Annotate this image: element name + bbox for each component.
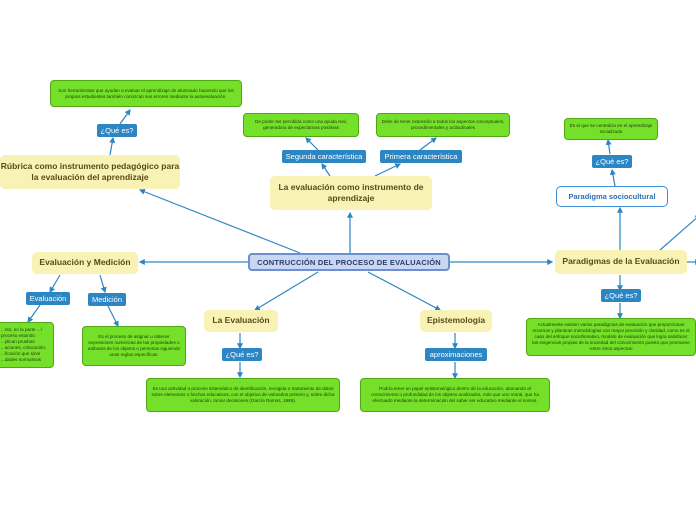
node-epistemologia[interactable]: Epistemología (420, 310, 492, 332)
edge-label-socio-desc (605, 138, 612, 155)
node-paradigma-sociocultural[interactable]: Paradigma sociocultural (556, 186, 668, 207)
label-que-es-rubrica[interactable]: ¿Qué es? (97, 124, 137, 137)
label-primera-caracteristica[interactable]: Primera característica (380, 150, 462, 163)
central-topic[interactable]: CONTRUCCIÓN DEL PROCESO DE EVALUACIÓN (248, 253, 450, 271)
edge-label-rubrica-desc (119, 109, 131, 125)
node-la-evaluacion[interactable]: La Evaluación (204, 310, 278, 332)
desc-medicion[interactable]: Es el proceso de asignar u obtener expre… (82, 326, 186, 366)
edge-medicion-evaluacion (49, 274, 61, 294)
edge-central-laevaluacion (253, 271, 319, 311)
node-rubrica[interactable]: Rúbrica como instrumento pedagógico para… (0, 155, 180, 189)
node-paradigmas[interactable]: Paradigmas de la Evaluación (555, 250, 687, 274)
edge-medicion-medicion (99, 274, 107, 294)
desc-segunda-caracteristica[interactable]: De poder ser percibida como una ayuda re… (243, 113, 359, 137)
desc-paradigmas[interactable]: Actualmente existen varios paradigmas de… (526, 318, 696, 356)
desc-sociocultural[interactable]: Es el que se centraliza en el aprendizaj… (564, 118, 658, 140)
edge-instrumento-segunda (321, 163, 331, 177)
edge-paradigmas-offscreen (659, 214, 696, 251)
desc-evaluacion[interactable]: ...nto, en la parte ...l proceso estando… (0, 322, 54, 368)
edge-rubrica-label (109, 136, 116, 156)
node-evaluacion-medicion[interactable]: Evaluación y Medición (32, 252, 138, 274)
label-que-es-evaluacion[interactable]: ¿Qué es? (222, 348, 262, 361)
edge-segunda-desc (305, 137, 319, 151)
edge-instrumento-primera (374, 163, 402, 177)
desc-rubrica[interactable]: Son herramientas que ayudan a evaluar el… (50, 80, 242, 107)
desc-primera-caracteristica[interactable]: Debe de tener extensión a todos los aspe… (376, 113, 510, 137)
label-aproximaciones[interactable]: aproximaciones (425, 348, 487, 361)
node-evaluacion-instrumento[interactable]: La evaluación como instrumento de aprend… (270, 176, 432, 210)
desc-la-evaluacion[interactable]: Es una actividad o proceso sistemático d… (146, 378, 340, 412)
edge-primera-desc (419, 137, 437, 151)
label-medicion[interactable]: Medición (88, 293, 126, 306)
edge-socio-label (609, 168, 616, 187)
edge-central-epistemologia (367, 271, 442, 311)
label-que-es-paradigmas[interactable]: ¿Qué es? (601, 289, 641, 302)
label-que-es-sociocultural[interactable]: ¿Qué es? (592, 155, 632, 168)
label-segunda-caracteristica[interactable]: Segunda característica (282, 150, 366, 163)
edge-central-rubrica (138, 188, 301, 254)
edge-medicion-desc (107, 305, 119, 328)
label-evaluacion[interactable]: Evaluación (26, 292, 70, 305)
edge-evaluacion-desc (27, 304, 41, 323)
desc-epistemologia[interactable]: Podría tener un papel epistemológico den… (360, 378, 550, 412)
